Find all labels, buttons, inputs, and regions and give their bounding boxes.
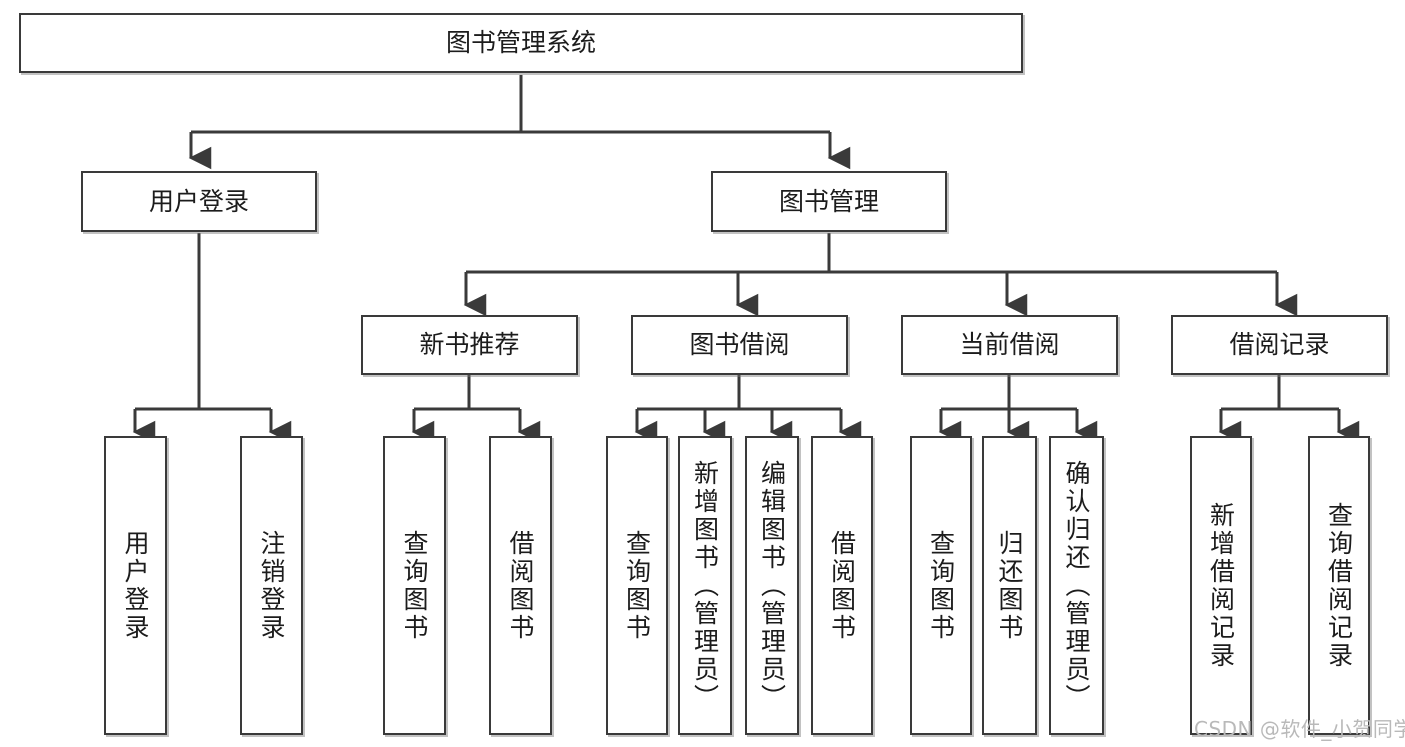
node-user-login[interactable]: 用户登录 (81, 171, 317, 232)
node-current-borrow[interactable]: 当前借阅 (901, 315, 1118, 375)
node-leaf-query-book-2[interactable]: 查询图书 (606, 436, 668, 735)
node-leaf-add-book-label: 新增图书（管理员） (690, 459, 720, 712)
node-new-book-recommend[interactable]: 新书推荐 (361, 315, 578, 375)
node-new-book-recommend-label: 新书推荐 (419, 330, 520, 360)
node-leaf-edit-book[interactable]: 编辑图书（管理员） (745, 436, 799, 735)
node-leaf-borrow-book-1[interactable]: 借阅图书 (489, 436, 552, 735)
node-leaf-logout-login-label: 注销登录 (257, 529, 286, 642)
node-leaf-confirm-return-label: 确认归还（管理员） (1062, 459, 1091, 712)
node-leaf-add-book[interactable]: 新增图书（管理员） (678, 436, 732, 735)
node-leaf-query-record[interactable]: 查询借阅记录 (1308, 436, 1370, 735)
node-leaf-confirm-return[interactable]: 确认归还（管理员） (1049, 436, 1104, 735)
node-leaf-query-book-2-label: 查询图书 (622, 529, 652, 642)
node-current-borrow-label: 当前借阅 (959, 330, 1060, 360)
node-borrow-record-label: 借阅记录 (1229, 330, 1330, 360)
node-leaf-query-book-1-label: 查询图书 (400, 529, 429, 642)
node-leaf-query-book-3[interactable]: 查询图书 (910, 436, 972, 735)
node-leaf-query-book-3-label: 查询图书 (926, 529, 956, 642)
node-leaf-user-login[interactable]: 用户登录 (104, 436, 167, 735)
node-leaf-user-login-label: 用户登录 (121, 529, 150, 642)
node-borrow-record[interactable]: 借阅记录 (1171, 315, 1388, 375)
node-leaf-borrow-book-2-label: 借阅图书 (827, 529, 857, 642)
node-leaf-borrow-book-1-label: 借阅图书 (506, 529, 535, 642)
node-book-borrow[interactable]: 图书借阅 (631, 315, 848, 375)
node-book-borrow-label: 图书借阅 (689, 330, 790, 360)
node-leaf-return-book-label: 归还图书 (995, 529, 1024, 642)
node-leaf-add-record-label: 新增借阅记录 (1206, 501, 1236, 670)
node-leaf-borrow-book-2[interactable]: 借阅图书 (811, 436, 873, 735)
node-leaf-query-book-1[interactable]: 查询图书 (383, 436, 446, 735)
csdn-watermark: CSDN @软件_小贺同学 (1194, 717, 1405, 741)
node-user-login-label: 用户登录 (148, 186, 249, 216)
node-root[interactable]: 图书管理系统 (19, 13, 1023, 73)
node-leaf-logout-login[interactable]: 注销登录 (240, 436, 303, 735)
node-book-management[interactable]: 图书管理 (711, 171, 947, 232)
node-book-management-label: 图书管理 (778, 186, 879, 216)
node-root-label: 图书管理系统 (445, 28, 596, 58)
node-leaf-query-record-label: 查询借阅记录 (1324, 501, 1354, 670)
node-leaf-edit-book-label: 编辑图书（管理员） (757, 459, 787, 712)
node-leaf-add-record[interactable]: 新增借阅记录 (1190, 436, 1252, 735)
node-leaf-return-book[interactable]: 归还图书 (982, 436, 1037, 735)
